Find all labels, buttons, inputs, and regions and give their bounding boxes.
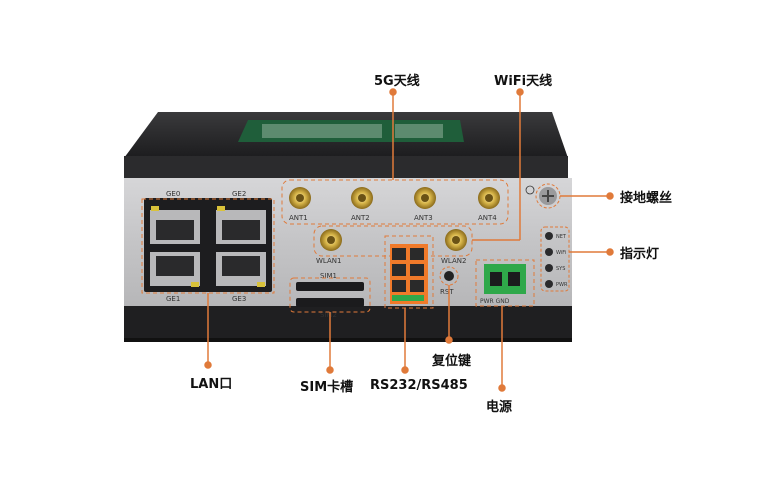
label-led-net: NET [556, 234, 567, 240]
label-wlan1: WLAN1 [316, 257, 341, 265]
callout-power: 电源 [486, 400, 513, 415]
label-sim1: SIM1 [320, 272, 337, 280]
callout-5g-antenna: 5G天线 [374, 74, 420, 89]
lan-port-block [144, 198, 272, 292]
callout-sim: SIM卡槽 [300, 380, 354, 395]
label-ant1: ANT1 [289, 214, 308, 222]
label-power: PWR GND [480, 298, 510, 305]
callout-wifi-antenna: WiFi天线 [494, 74, 553, 89]
sma-ant1[interactable] [289, 187, 311, 209]
housing-bottom [124, 306, 572, 340]
label-wlan2: WLAN2 [441, 257, 466, 265]
sim-slot-2[interactable] [296, 298, 364, 307]
label-ant2: ANT2 [351, 214, 370, 222]
sma-ant3[interactable] [414, 187, 436, 209]
callout-reset: 复位键 [432, 354, 472, 369]
callout-lines [204, 88, 614, 392]
power-terminal[interactable] [484, 264, 526, 294]
callout-serial: RS232/RS485 [370, 378, 468, 393]
label-led-pwr: PWR [556, 282, 568, 288]
label-ant3: ANT3 [414, 214, 433, 222]
serial-terminal-block[interactable] [390, 244, 428, 304]
sma-wlan1[interactable] [320, 229, 342, 251]
label-ge0: GE0 [166, 190, 180, 198]
ground-symbol-icon [525, 185, 535, 195]
callout-lan: LAN口 [190, 377, 233, 392]
callout-ground-screw: 接地螺丝 [620, 191, 673, 206]
sma-ant4[interactable] [478, 187, 500, 209]
indicator-leds [545, 232, 553, 288]
callout-indicator: 指示灯 [620, 247, 660, 262]
sma-ant2[interactable] [351, 187, 373, 209]
label-ge3: GE3 [232, 295, 246, 303]
sma-wlan2[interactable] [445, 229, 467, 251]
label-led-sys: SYS [556, 266, 565, 272]
label-sim2: SIM2 [320, 311, 337, 319]
sim-slot-1[interactable] [296, 282, 364, 291]
label-ge1: GE1 [166, 295, 180, 303]
label-ant4: ANT4 [478, 214, 497, 222]
label-rst: RST [440, 288, 454, 296]
label-led-wifi: WiFi [556, 250, 566, 256]
label-ge2: GE2 [232, 190, 246, 198]
device-label-sticker [238, 120, 464, 142]
reset-button[interactable] [444, 271, 454, 281]
housing-upper-band [124, 156, 568, 178]
